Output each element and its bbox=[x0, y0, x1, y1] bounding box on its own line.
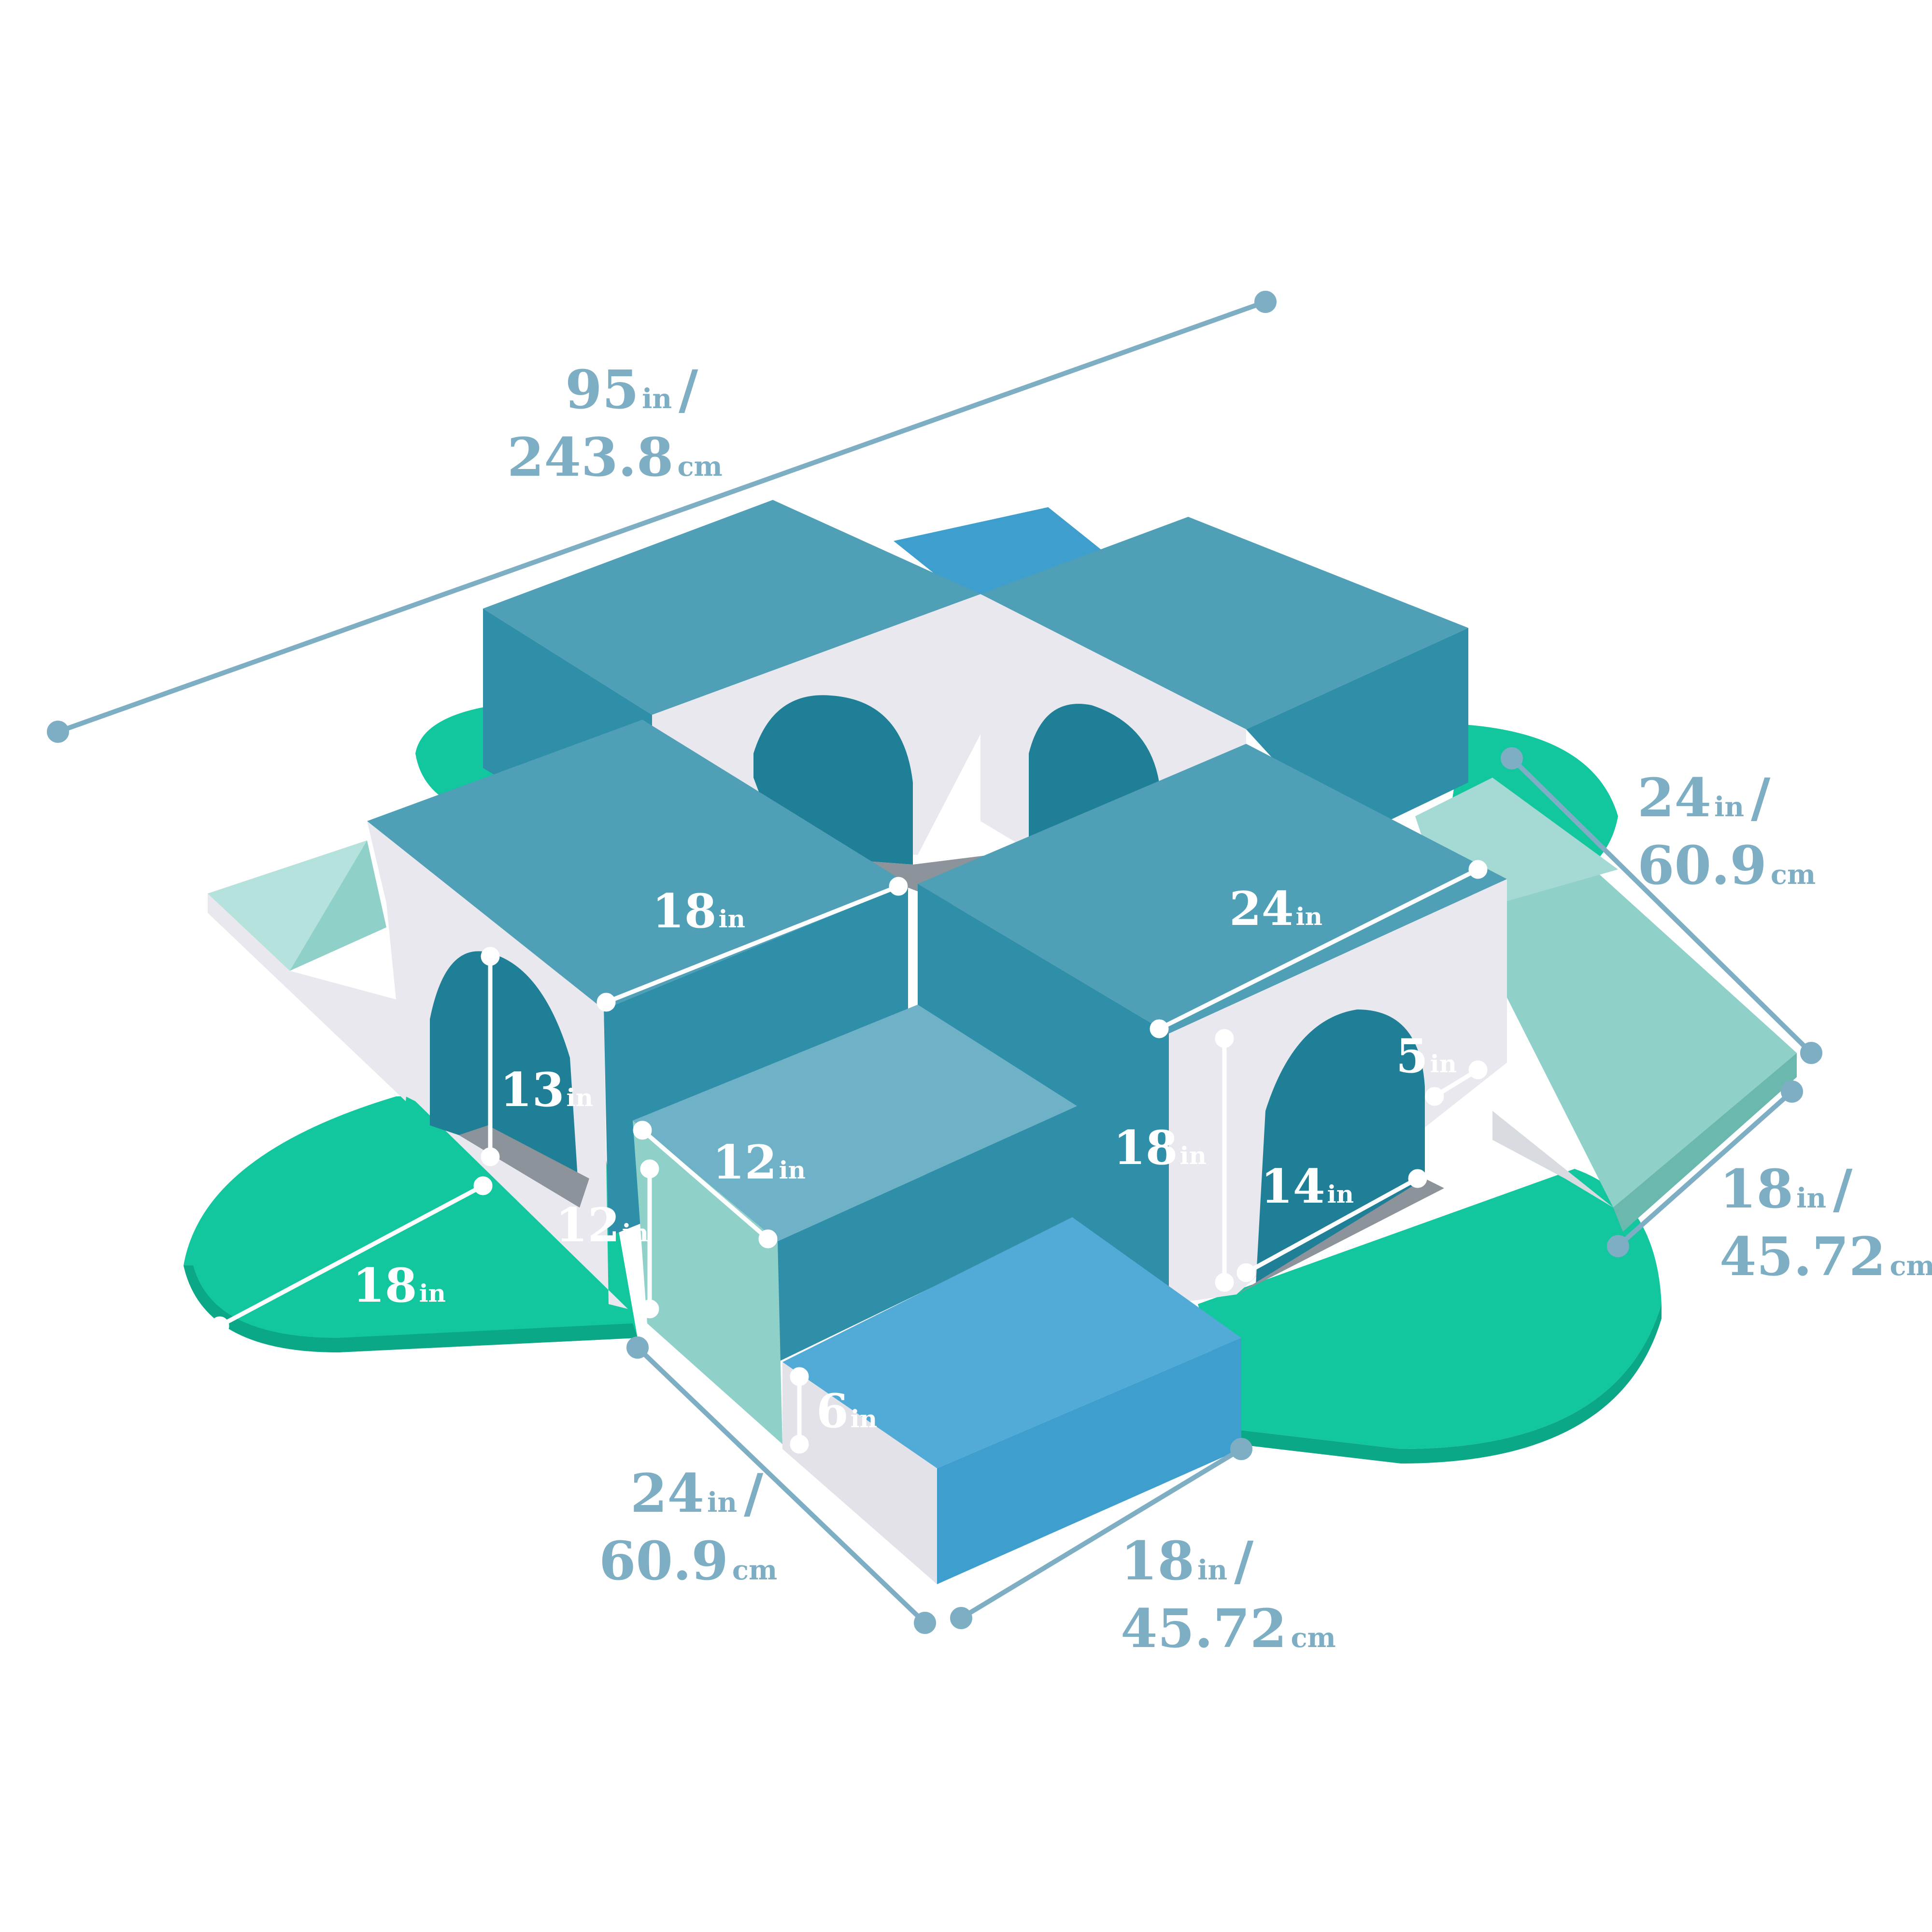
wall-thickness-end-b bbox=[1468, 1060, 1488, 1080]
tunnel-right-width-end-a bbox=[1150, 1019, 1169, 1038]
frame-height-left-label: 12in bbox=[555, 1198, 649, 1252]
svg-text:60.9cm: 60.9cm bbox=[1637, 834, 1816, 896]
upper-step-depth-line bbox=[641, 1128, 769, 1241]
frame-height-left-end-b bbox=[640, 1299, 659, 1319]
ramp-width-end-b bbox=[1781, 1080, 1803, 1103]
ramp-width-line bbox=[1616, 1090, 1794, 1248]
ramp-right-side bbox=[1613, 1053, 1797, 1232]
step-lower-front bbox=[937, 1338, 1241, 1584]
teal-dimension-lines bbox=[47, 291, 1822, 1634]
arch-width-right-end-b bbox=[1408, 1169, 1427, 1188]
cube-back-right-top bbox=[980, 517, 1468, 729]
pad-width-end-a bbox=[210, 1316, 229, 1335]
ramp-right bbox=[1415, 778, 1797, 1232]
frame-height-left-end-a bbox=[640, 1159, 659, 1179]
overall-length-line bbox=[57, 299, 1266, 734]
svg-text:24in/: 24in/ bbox=[1637, 767, 1771, 829]
ramp-left-light bbox=[208, 840, 367, 971]
step-lower-side bbox=[782, 1362, 937, 1584]
step-upper-front bbox=[778, 1106, 1077, 1362]
step-width-end-b bbox=[1230, 1438, 1252, 1460]
step-depth-end-a bbox=[626, 1336, 649, 1359]
ramp-length-end-b bbox=[1800, 1042, 1822, 1064]
tunnel-left-width-line bbox=[605, 884, 899, 1005]
arch-right bbox=[1256, 1009, 1425, 1285]
pad-front-right bbox=[1198, 1169, 1662, 1449]
lower-step-height-end-a bbox=[790, 1367, 809, 1386]
step-upper-top bbox=[633, 1005, 1077, 1241]
pad-width-line bbox=[218, 1184, 484, 1328]
ramp-length-line bbox=[1510, 756, 1813, 1055]
arch-height-left-end-a bbox=[481, 947, 500, 966]
tunnel-right-width-label: 24in bbox=[1229, 881, 1322, 936]
lower-step-height-label: 6in bbox=[816, 1384, 877, 1438]
svg-text:60.9cm: 60.9cm bbox=[599, 1530, 777, 1592]
svg-text:243.8cm: 243.8cm bbox=[507, 426, 723, 488]
tunnel-left-width-end-a bbox=[597, 993, 616, 1012]
wall-thickness-label: 5in bbox=[1396, 1029, 1457, 1083]
overall-length-end-a bbox=[47, 721, 69, 743]
arch-height-left-end-b bbox=[481, 1147, 500, 1166]
svg-text:18in/: 18in/ bbox=[1121, 1530, 1254, 1592]
wall-thickness-end-a bbox=[1425, 1087, 1444, 1106]
upper-step-depth-end-b bbox=[758, 1229, 778, 1249]
step-upper bbox=[633, 1005, 1077, 1444]
arch-right-floor bbox=[1236, 1179, 1444, 1294]
arch-width-right-line bbox=[1245, 1177, 1419, 1275]
arch-height-left-label: 13in bbox=[500, 1063, 593, 1117]
lower-step-height-end-b bbox=[790, 1435, 809, 1454]
upper-step-depth-label: 12in bbox=[712, 1135, 806, 1190]
arch-width-right-label: 14in bbox=[1261, 1159, 1354, 1214]
pad-front-right-edge bbox=[1236, 1304, 1662, 1463]
overall-length-end-b bbox=[1254, 291, 1277, 313]
cube-back-left-top bbox=[483, 500, 980, 715]
ramp-left bbox=[208, 840, 415, 1101]
ramp-width-end-a bbox=[1607, 1235, 1629, 1257]
svg-text:24in/: 24in/ bbox=[630, 1462, 764, 1524]
ramp-left-side bbox=[208, 894, 415, 1101]
tunnel-left-width-label: 18in bbox=[652, 884, 745, 938]
step-lower bbox=[782, 1217, 1241, 1584]
tunnel-right-width-line bbox=[1158, 867, 1479, 1031]
step-depth-end-b bbox=[914, 1612, 936, 1634]
ramp-length-end-a bbox=[1501, 747, 1523, 769]
tunnel-right-width-end-b bbox=[1468, 860, 1488, 879]
upper-step-depth-end-a bbox=[633, 1121, 652, 1140]
pad-front-left-edge bbox=[184, 1265, 638, 1352]
white-dimension-lines bbox=[210, 860, 1488, 1454]
tunnel-left-width-end-b bbox=[889, 877, 908, 896]
frame-height-right-end-a bbox=[1215, 1029, 1234, 1048]
step-width-end-a bbox=[950, 1607, 972, 1629]
frame-height-right-end-b bbox=[1215, 1273, 1234, 1292]
step-lower-top bbox=[782, 1217, 1241, 1468]
cube-front-right-top bbox=[918, 744, 1507, 1034]
pad-width-end-b bbox=[473, 1176, 493, 1195]
step-upper-side bbox=[633, 1121, 782, 1444]
step-depth-line bbox=[636, 1346, 927, 1625]
arch-width-right-end-a bbox=[1236, 1263, 1256, 1282]
frame-height-right-label: 18in bbox=[1113, 1121, 1207, 1175]
step-width-line bbox=[960, 1447, 1243, 1620]
ramp-right-front bbox=[1492, 1111, 1613, 1208]
pad-width-label: 18in bbox=[353, 1258, 446, 1313]
arch-left bbox=[430, 951, 580, 1208]
svg-text:18in/: 18in/ bbox=[1719, 1158, 1853, 1220]
